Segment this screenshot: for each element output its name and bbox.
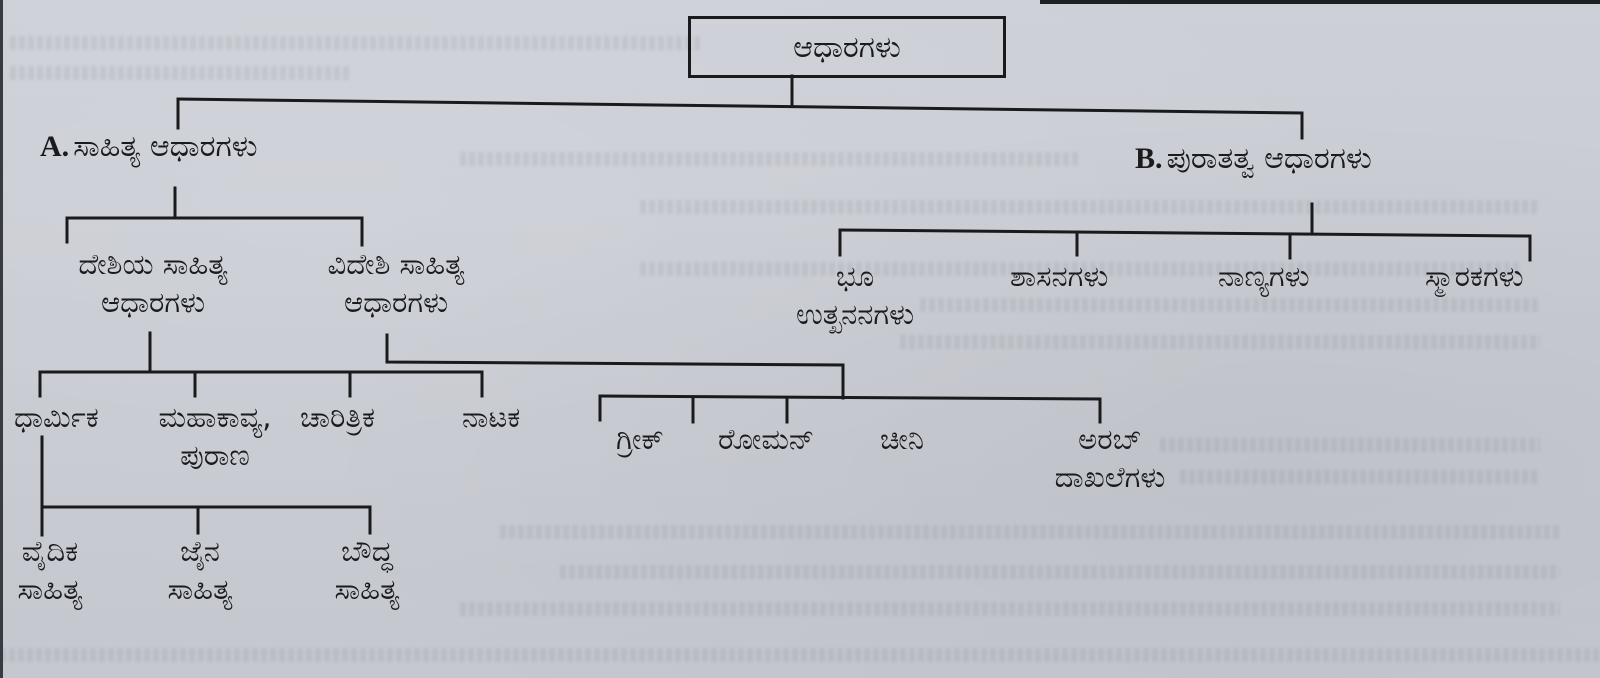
node-drama: ನಾಟಕ (462, 398, 520, 436)
node-line1: ವಿದೇಶಿ ಸಾಹಿತ್ಯ (327, 247, 465, 281)
node-line1: ವೈದಿಕ (21, 534, 79, 568)
node-line1: ಭೂ (835, 259, 875, 293)
bleed-through-text (0, 648, 1600, 662)
node-chinese: ಚೀನಿ (880, 420, 924, 458)
page-edge-left (0, 0, 3, 678)
connector-top-bar (176, 97, 1304, 115)
node-literary-sources: A.ಸಾಹಿತ್ಯ ಆಧಾರಗಳು (40, 128, 258, 166)
bleed-through-text (1180, 470, 1540, 484)
bleed-through-text (640, 262, 1520, 276)
node-line1: ನಾಣ್ಯಗಳು (1218, 259, 1310, 293)
root-node: ಆಧಾರಗಳು (688, 16, 1006, 78)
node-buddhist-literature: ಬೌದ್ಧ ಸಾಹಿತ್ಯ (312, 532, 422, 608)
node-line2: ಸಾಹಿತ್ಯ (167, 572, 233, 606)
node-line2: ದಾಖಲೆಗಳು (1054, 460, 1166, 494)
node-monuments: ಸ್ಮಾರಕಗಳು (1425, 257, 1524, 295)
bleed-through-text (920, 298, 1540, 312)
node-line1: ಧಾರ್ಮಿಕ (14, 400, 99, 434)
node-line1: ಸ್ಮಾರಕಗಳು (1425, 259, 1524, 293)
bleed-through-text (560, 565, 1560, 579)
node-line1: ರೋಮನ್ (718, 422, 815, 456)
bleed-through-text (1160, 438, 1540, 452)
node-arab-records: ಅರಬ್ ದಾಖಲೆಗಳು (1020, 420, 1200, 496)
bleed-through-text (900, 335, 1540, 349)
bleed-through-text (460, 152, 1080, 166)
node-label: ಪುರಾತತ್ವ ಆಧಾರಗಳು (1166, 141, 1372, 176)
node-roman: ರೋಮನ್ (718, 420, 814, 458)
node-line2: ಸಾಹಿತ್ಯ (334, 572, 400, 606)
node-epic-purana: ಮಹಾಕಾವ್ಯ, ಪುರಾಣ (140, 398, 290, 474)
node-coins: ನಾಣ್ಯಗಳು (1218, 257, 1310, 295)
node-line1: ಬೌದ್ಧ (341, 534, 393, 568)
bleed-through-text (10, 66, 350, 80)
node-foreign-literature: ವಿದೇಶಿ ಸಾಹಿತ್ಯ ಆಧಾರಗಳು (296, 245, 496, 321)
connector-b-bar (838, 228, 1532, 238)
node-line1: ಶಾಸನಗಳು (1010, 259, 1109, 293)
node-line2: ಸಾಹಿತ್ಯ (17, 572, 83, 606)
node-inscriptions: ಶಾಸನಗಳು (1010, 257, 1108, 295)
node-line1: ಗ್ರೀಕ್ (616, 422, 664, 456)
page-edge-top (1040, 0, 1600, 4)
node-excavations: ಭೂ ಉತ್ಖನನಗಳು (780, 257, 930, 333)
node-jain-literature: ಜೈನ ಸಾಹಿತ್ಯ (150, 532, 250, 608)
node-line1: ಅರಬ್ (1078, 422, 1142, 456)
node-religious: ಧಾರ್ಮಿಕ (14, 398, 99, 436)
node-prefix-b: B. (1135, 142, 1163, 175)
bleed-through-text (640, 200, 1540, 214)
bleed-through-text (10, 36, 700, 50)
node-line1: ನಾಟಕ (462, 400, 521, 434)
bleed-through-text (460, 602, 1560, 616)
node-line2: ಉತ್ಖನನಗಳು (795, 297, 915, 331)
node-line1: ದೇಶಿಯ ಸಾಹಿತ್ಯ (78, 247, 228, 281)
node-label: ಸಾಹಿತ್ಯ ಆಧಾರಗಳು (73, 129, 258, 164)
bleed-through-text (500, 525, 1560, 539)
connector-foreign-path (385, 333, 845, 400)
node-archaeological-sources: B.ಪುರಾತತ್ವ ಆಧಾರಗಳು (1135, 140, 1372, 178)
node-line1: ಚಾರಿತ್ರಿಕ (300, 400, 375, 434)
node-line2: ಆಧಾರಗಳು (343, 285, 449, 319)
node-prefix-a: A. (40, 130, 70, 163)
node-vedic-literature: ವೈದಿಕ ಸಾಹಿತ್ಯ (0, 532, 100, 608)
node-greek: ಗ್ರೀಕ್ (616, 420, 664, 458)
node-line2: ಪುರಾಣ (180, 438, 250, 472)
node-historical: ಚಾರಿತ್ರಿಕ (300, 398, 375, 436)
node-line1: ಮಹಾಕಾವ್ಯ, (158, 400, 272, 434)
node-line1: ಜೈನ (180, 534, 220, 568)
connector-foreign-bar (598, 394, 1102, 401)
node-line2: ಆಧಾರಗಳು (100, 285, 206, 319)
root-label: ಆಧಾರಗಳು (793, 29, 901, 65)
node-native-literature: ದೇಶಿಯ ಸಾಹಿತ್ಯ ಆಧಾರಗಳು (18, 245, 288, 321)
node-line1: ಚೀನಿ (880, 422, 924, 456)
